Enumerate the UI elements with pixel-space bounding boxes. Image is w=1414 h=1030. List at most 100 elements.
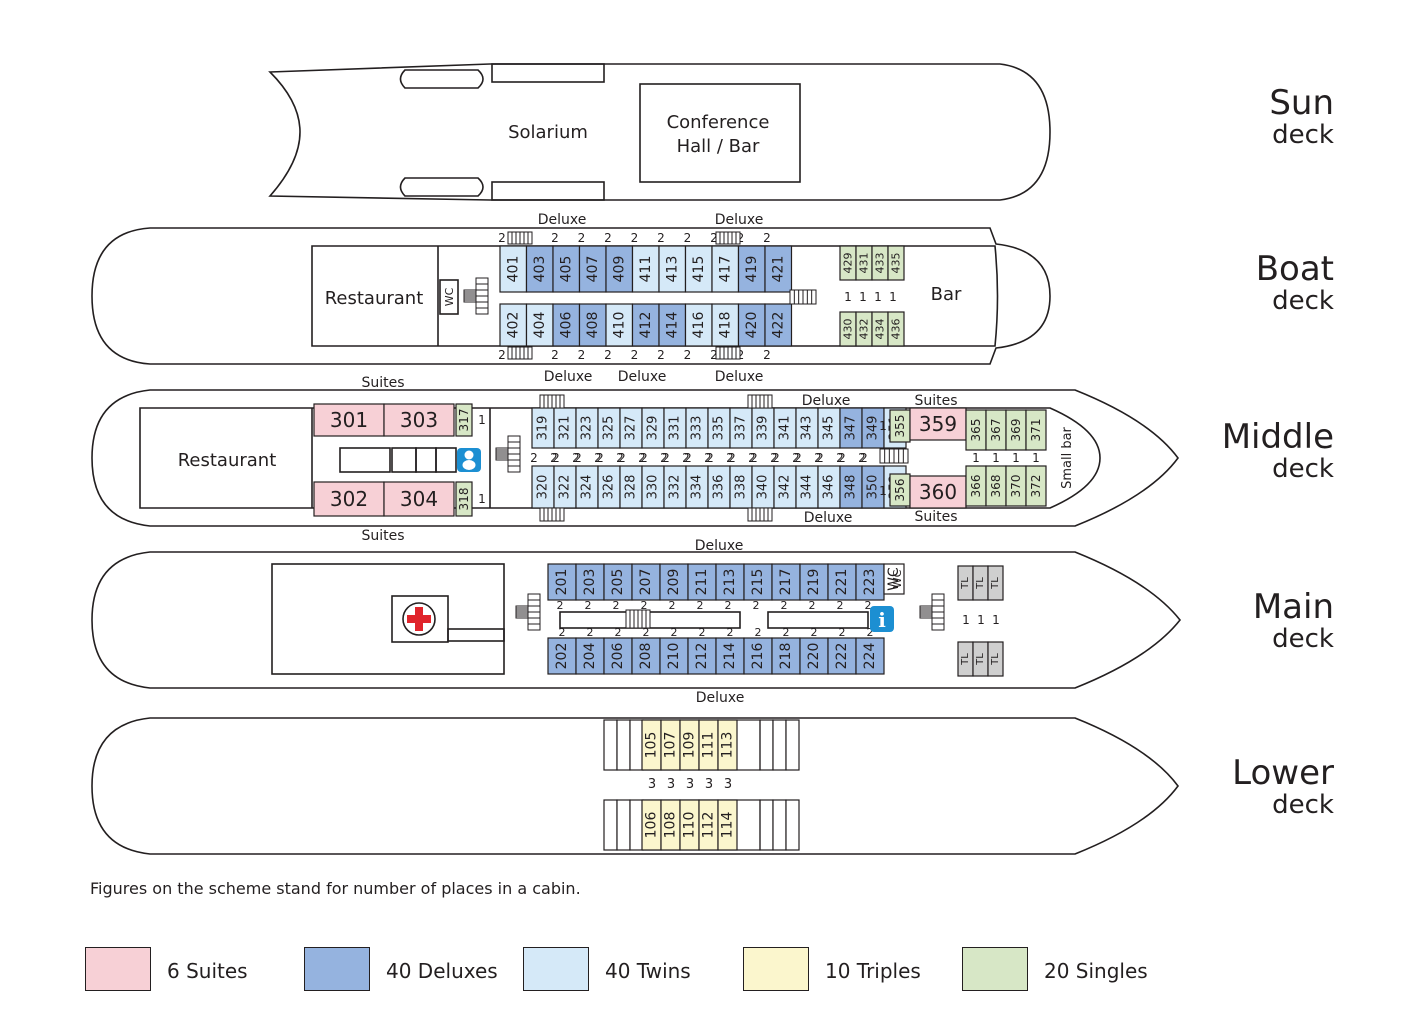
cabin-324[interactable]: 324 bbox=[575, 465, 599, 509]
cabin-343[interactable]: 343 bbox=[795, 407, 819, 449]
cabin-433[interactable]: 433 bbox=[871, 245, 889, 281]
cabin-216[interactable]: 216 bbox=[743, 637, 773, 675]
cabin-304[interactable]: 304 bbox=[383, 481, 455, 517]
cabin-323[interactable]: 323 bbox=[575, 407, 599, 449]
cabin-215[interactable]: 215 bbox=[743, 563, 773, 601]
cabin-405[interactable]: 405 bbox=[552, 245, 581, 293]
cabin-415[interactable]: 415 bbox=[684, 245, 713, 293]
cabin-330[interactable]: 330 bbox=[641, 465, 665, 509]
cabin-213[interactable]: 213 bbox=[715, 563, 745, 601]
cabin-372[interactable]: 372 bbox=[1025, 465, 1047, 507]
cabin-112[interactable]: 112 bbox=[698, 799, 719, 851]
cabin-TL[interactable]: TL bbox=[957, 641, 974, 677]
cabin-111[interactable]: 111 bbox=[698, 719, 719, 771]
cabin-336[interactable]: 336 bbox=[707, 465, 731, 509]
cabin-329[interactable]: 329 bbox=[641, 407, 665, 449]
cabin-333[interactable]: 333 bbox=[685, 407, 709, 449]
cabin-TL[interactable]: TL bbox=[972, 641, 989, 677]
cabin-432[interactable]: 432 bbox=[855, 311, 873, 347]
cabin-210[interactable]: 210 bbox=[659, 637, 689, 675]
cabin-331[interactable]: 331 bbox=[663, 407, 687, 449]
cabin-355[interactable]: 355 bbox=[889, 409, 911, 443]
cabin-113[interactable]: 113 bbox=[717, 719, 738, 771]
cabin-360[interactable]: 360 bbox=[909, 475, 967, 509]
cabin-318[interactable]: 318 bbox=[455, 481, 473, 517]
cabin-410[interactable]: 410 bbox=[605, 303, 634, 347]
cabin-412[interactable]: 412 bbox=[631, 303, 660, 347]
cabin-403[interactable]: 403 bbox=[525, 245, 554, 293]
cabin-205[interactable]: 205 bbox=[603, 563, 633, 601]
cabin-418[interactable]: 418 bbox=[711, 303, 740, 347]
cabin-335[interactable]: 335 bbox=[707, 407, 731, 449]
cabin-420[interactable]: 420 bbox=[737, 303, 766, 347]
cabin-344[interactable]: 344 bbox=[795, 465, 819, 509]
cabin-371[interactable]: 371 bbox=[1025, 409, 1047, 451]
cabin-320[interactable]: 320 bbox=[531, 465, 555, 509]
cabin-340[interactable]: 340 bbox=[751, 465, 775, 509]
cabin-421[interactable]: 421 bbox=[764, 245, 793, 293]
cabin-105[interactable]: 105 bbox=[641, 719, 662, 771]
cabin-327[interactable]: 327 bbox=[619, 407, 643, 449]
cabin-334[interactable]: 334 bbox=[685, 465, 709, 509]
cabin-208[interactable]: 208 bbox=[631, 637, 661, 675]
cabin-326[interactable]: 326 bbox=[597, 465, 621, 509]
cabin-408[interactable]: 408 bbox=[578, 303, 607, 347]
cabin-430[interactable]: 430 bbox=[839, 311, 857, 347]
cabin-325[interactable]: 325 bbox=[597, 407, 621, 449]
cabin-317[interactable]: 317 bbox=[455, 403, 473, 437]
cabin-319[interactable]: 319 bbox=[531, 407, 555, 449]
cabin-419[interactable]: 419 bbox=[737, 245, 766, 293]
cabin-TL[interactable]: TL bbox=[972, 565, 989, 601]
cabin-409[interactable]: 409 bbox=[605, 245, 634, 293]
cabin-303[interactable]: 303 bbox=[383, 403, 455, 437]
cabin-337[interactable]: 337 bbox=[729, 407, 753, 449]
cabin-435[interactable]: 435 bbox=[887, 245, 905, 281]
cabin-367[interactable]: 367 bbox=[985, 409, 1007, 451]
cabin-431[interactable]: 431 bbox=[855, 245, 873, 281]
cabin-217[interactable]: 217 bbox=[771, 563, 801, 601]
cabin-203[interactable]: 203 bbox=[575, 563, 605, 601]
cabin-434[interactable]: 434 bbox=[871, 311, 889, 347]
cabin-365[interactable]: 365 bbox=[965, 409, 987, 451]
cabin-321[interactable]: 321 bbox=[553, 407, 577, 449]
cabin-332[interactable]: 332 bbox=[663, 465, 687, 509]
cabin-106[interactable]: 106 bbox=[641, 799, 662, 851]
cabin-368[interactable]: 368 bbox=[985, 465, 1007, 507]
cabin-206[interactable]: 206 bbox=[603, 637, 633, 675]
cabin-406[interactable]: 406 bbox=[552, 303, 581, 347]
cabin-413[interactable]: 413 bbox=[658, 245, 687, 293]
cabin-346[interactable]: 346 bbox=[817, 465, 841, 509]
cabin-328[interactable]: 328 bbox=[619, 465, 643, 509]
cabin-417[interactable]: 417 bbox=[711, 245, 740, 293]
cabin-401[interactable]: 401 bbox=[499, 245, 528, 293]
cabin-302[interactable]: 302 bbox=[313, 481, 385, 517]
cabin-366[interactable]: 366 bbox=[965, 465, 987, 507]
cabin-402[interactable]: 402 bbox=[499, 303, 528, 347]
cabin-221[interactable]: 221 bbox=[827, 563, 857, 601]
cabin-WC[interactable]: WC bbox=[883, 563, 905, 595]
cabin-202[interactable]: 202 bbox=[547, 637, 577, 675]
cabin-204[interactable]: 204 bbox=[575, 637, 605, 675]
cabin-212[interactable]: 212 bbox=[687, 637, 717, 675]
cabin-422[interactable]: 422 bbox=[764, 303, 793, 347]
cabin-416[interactable]: 416 bbox=[684, 303, 713, 347]
cabin-201[interactable]: 201 bbox=[547, 563, 577, 601]
cabin-224[interactable]: 224 bbox=[855, 637, 885, 675]
cabin-222[interactable]: 222 bbox=[827, 637, 857, 675]
cabin-301[interactable]: 301 bbox=[313, 403, 385, 437]
cabin-TL[interactable]: TL bbox=[987, 565, 1004, 601]
cabin-218[interactable]: 218 bbox=[771, 637, 801, 675]
cabin-436[interactable]: 436 bbox=[887, 311, 905, 347]
cabin-348[interactable]: 348 bbox=[839, 465, 863, 509]
cabin-338[interactable]: 338 bbox=[729, 465, 753, 509]
cabin-339[interactable]: 339 bbox=[751, 407, 775, 449]
cabin-108[interactable]: 108 bbox=[660, 799, 681, 851]
cabin-107[interactable]: 107 bbox=[660, 719, 681, 771]
cabin-404[interactable]: 404 bbox=[525, 303, 554, 347]
cabin-207[interactable]: 207 bbox=[631, 563, 661, 601]
cabin-110[interactable]: 110 bbox=[679, 799, 700, 851]
cabin-TL[interactable]: TL bbox=[957, 565, 974, 601]
cabin-209[interactable]: 209 bbox=[659, 563, 689, 601]
cabin-359[interactable]: 359 bbox=[909, 407, 967, 441]
cabin-407[interactable]: 407 bbox=[578, 245, 607, 293]
